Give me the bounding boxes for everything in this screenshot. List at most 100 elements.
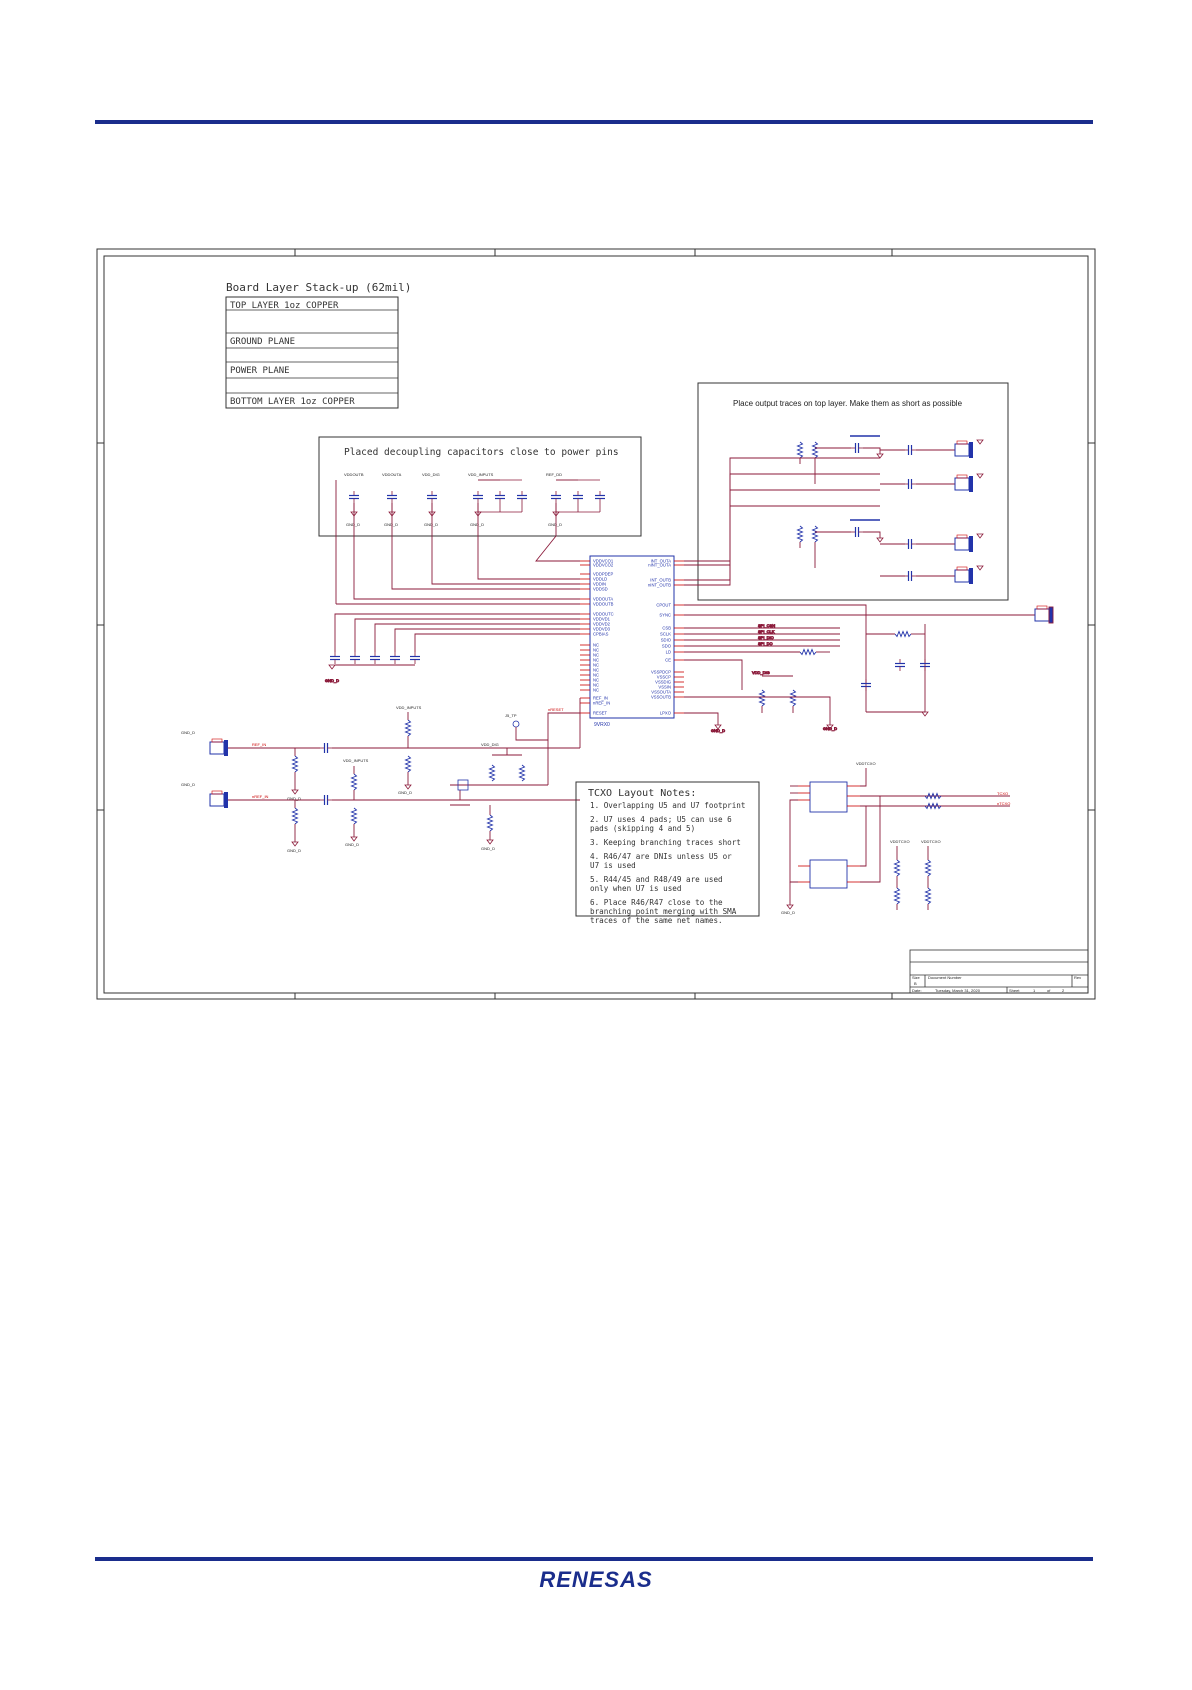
connector-body [954,569,970,583]
wire [535,503,580,562]
capacitor-symbol [495,491,505,503]
net-label: VDD_DIG [481,742,499,747]
connector-body [954,477,970,491]
wire [477,503,580,580]
ic-pin-name: VDDOUTA [593,597,613,602]
tcxo-note-line: 1. Overlapping U5 and U7 footprint [590,801,745,810]
tcxo-note-line: 4. R46/47 are DNIs unless U5 or [590,852,732,861]
gnd-label: GND_D [287,848,301,853]
tcxo-net-label: nTCXO [997,801,1010,806]
ic-pin-name: VDDVCO2 [593,563,614,568]
ic-pin-name: NC [593,663,599,668]
gnd-label: GND_D [470,522,484,527]
connector-body [209,793,225,807]
ic-pin-name: VSSCP [657,675,671,680]
ic-pin-name: nINT_OUTA [648,563,671,568]
tcxo-u7-body [809,859,848,889]
tcxo-note-line: branching point merging with SMA [590,907,737,916]
connector-flange [224,740,228,756]
net-label: VDDTCXO [890,839,910,844]
ground-symbol [328,664,336,670]
resistor-symbol [894,630,912,638]
output-box-title: Place output traces on top layer. Make t… [733,399,963,408]
gnd-label: GND_D [424,522,438,527]
ic-pin-name: VDDLD [593,577,607,582]
capacitor-symbol [387,491,397,503]
wire [684,696,831,725]
stackup-layer-label: POWER PLANE [230,366,290,376]
sma-connector-symbol [209,738,228,756]
connector-body [1034,608,1050,622]
ic-pin-name: CPBIAS [593,632,609,637]
connector-pins [211,790,223,795]
ic-pin-name: VDDOUTC [593,612,614,617]
connector-flange [969,476,973,492]
ic-pin-name: REF_IN [593,696,608,701]
ic-pin-name: RESET [593,711,607,716]
ic-pin-name: VDDVD3 [593,627,611,632]
resistor-symbol [924,859,932,877]
spi-net-label: SPI_CSN [758,623,775,628]
stackup-title: Board Layer Stack-up (62mil) [226,281,411,294]
resistor-symbol [789,689,797,707]
resistor-symbol [811,441,819,459]
resistor-symbol [796,525,804,543]
tcxo-notes-title: TCXO Layout Notes: [588,788,696,799]
wire [684,712,719,725]
spi-net-label: SPI_DIO [758,635,774,640]
capacitor-symbol [895,659,905,671]
rail-label: REF_DD [546,472,562,477]
ic-pin-name: NC [593,678,599,683]
connector-pins [956,474,968,479]
wire [860,796,881,883]
connector-pins [956,534,968,539]
rail-label: VDDOUTA [382,472,402,477]
ground-symbol [976,533,984,539]
gnd-label: GND_D [711,728,725,733]
ic-pin-name: LPXO [660,711,672,716]
wire [789,799,798,883]
ic-pin-name: NC [593,648,599,653]
ic-pin-name: VSSPDCP [651,670,671,675]
ic-pin-name: VDDVD1 [593,617,611,622]
size-value: B [914,981,917,986]
capacitor-symbol [370,652,380,664]
title-block-text: Size B Document Number Rev Date: Tuesday… [912,975,1081,993]
resistor-symbol [811,525,819,543]
gnd-label: GND_D [346,522,360,527]
ic-pin-name: nINT_OUTB [648,583,671,588]
net-label: VDD_DIG [752,670,770,675]
capacitor-symbol [920,659,930,671]
ground-symbol [404,784,412,790]
wire [394,628,580,652]
connector-body [954,443,970,457]
output-box: Place output traces on top layer. Make t… [697,382,1009,601]
frame-ticks [97,249,1095,999]
connector-flange [969,442,973,458]
net-label: VDD_INPUTS [343,758,369,763]
wire [684,489,880,581]
ground-symbol [350,836,358,842]
wire [684,505,880,586]
gnd-label: GND_D [325,678,339,683]
gnd-label: GND_D [548,522,562,527]
ic-pin-name: VSSIN [658,685,671,690]
gnd-label: GND_D [781,910,795,915]
tcxo-net-label: TCXO [997,791,1008,796]
ground-symbol [876,453,884,459]
main-ic: 9VRX0 VDDVCO1VDDVCO2VDDPDEPVDDLDVDDINVDD… [580,555,684,728]
ground-symbol [876,537,884,543]
rail-label: VDD_DIG [422,472,440,477]
tcxo-note-line: 6. Place R46/R47 close to the [590,898,723,907]
sma-connector-symbol [209,790,228,808]
ref-net-label: REF_IN [252,742,266,747]
ic-name: 9VRX0 [594,722,610,728]
capacitor-symbol [904,539,916,549]
ic-pin-name: CPOUT [656,603,671,608]
capacitor-symbol [551,491,561,503]
net-label: VDDTCXO [921,839,941,844]
connector-body [954,537,970,551]
capacitor-symbol [904,479,916,489]
capacitor-symbol [861,679,871,691]
connector-flange [224,792,228,808]
